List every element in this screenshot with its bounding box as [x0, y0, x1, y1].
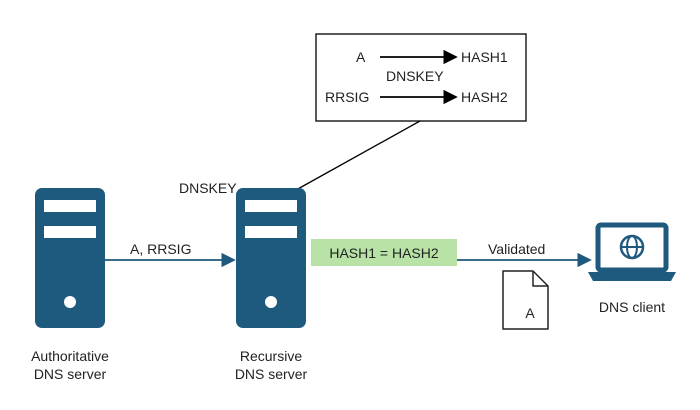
callout-hash1-label: HASH1: [461, 49, 508, 65]
laptop-globe-icon: [588, 222, 676, 281]
recursive-server-icon: [236, 188, 306, 328]
document-letter: A: [525, 305, 535, 321]
dnskey-label: DNSKEY: [179, 180, 237, 196]
callout-dnskey-label: DNSKEY: [386, 68, 444, 84]
callout-connector-line: [295, 120, 421, 191]
recursive-line2: DNS server: [234, 366, 308, 382]
document-icon: [502, 270, 549, 330]
callout-a-label: A: [356, 49, 366, 65]
hash-compare-text: HASH1 = HASH2: [329, 244, 439, 261]
dns-client-caption: DNS client: [598, 299, 666, 315]
authoritative-line2: DNS server: [33, 366, 107, 382]
authoritative-server-icon: [35, 188, 105, 328]
recursive-server-caption: Recursive DNS server: [211, 347, 331, 383]
callout-box: [315, 33, 527, 122]
validated-label: Validated: [488, 241, 546, 257]
callout-rrsig-label: RRSIG: [325, 89, 370, 105]
callout-hash2-label: HASH2: [461, 89, 508, 105]
recursive-line1: Recursive: [239, 348, 303, 364]
arrow-a-rrsig-label: A, RRSIG: [130, 241, 192, 257]
authoritative-server-caption: Authoritative DNS server: [10, 347, 130, 383]
hash-compare-box: HASH1 = HASH2: [311, 239, 457, 266]
authoritative-line1: Authoritative: [31, 348, 109, 364]
